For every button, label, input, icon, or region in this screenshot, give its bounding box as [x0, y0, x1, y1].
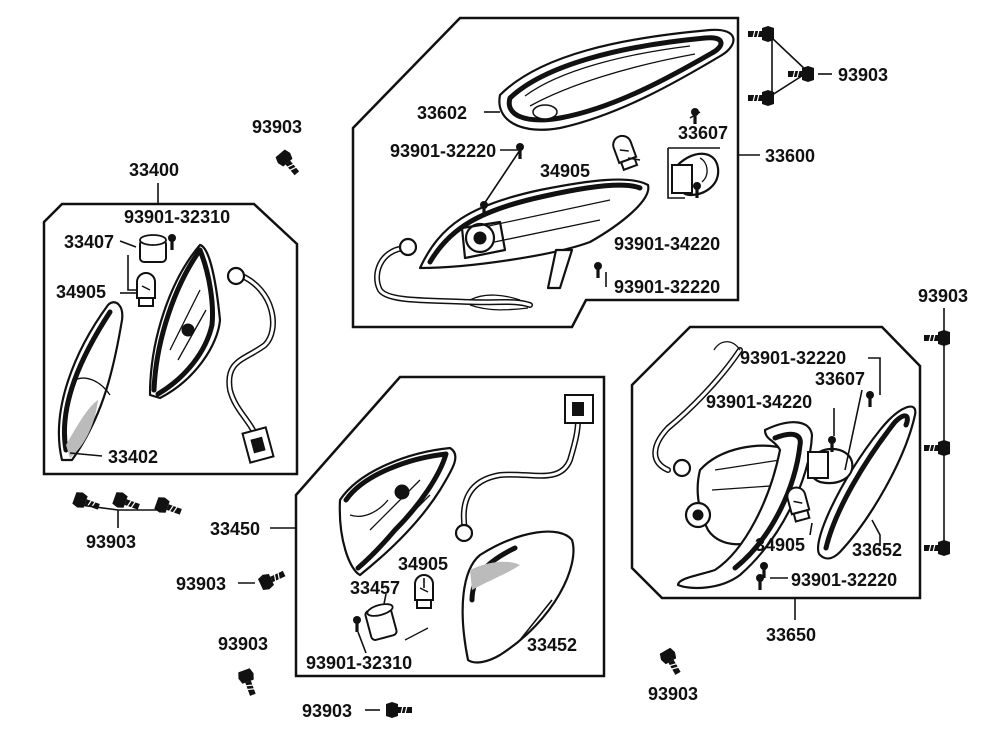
- rf-side-screw-label: 93903: [176, 574, 226, 594]
- rear-body-screw-part: [594, 262, 602, 278]
- rear-winker-label: 33650: [766, 625, 816, 645]
- rw-side-screws-label: 93903: [918, 286, 968, 306]
- rw-bracket-part: [676, 421, 814, 590]
- rf-socket-label: 33457: [350, 578, 400, 598]
- lf-bottom-screw-3: [153, 494, 185, 520]
- rear-winker-box: [630, 325, 922, 600]
- lf-bulb-part: [136, 272, 156, 307]
- rf-screw-part: [353, 616, 361, 632]
- rf-bulb-label: 34905: [398, 554, 448, 574]
- lf-screw-part: [168, 234, 176, 250]
- rear-light-box: [351, 16, 740, 329]
- lf-bottom-screws-group: 93903: [71, 489, 185, 552]
- left-front-winker-label: 33400: [129, 160, 179, 180]
- rf-bottom-screw-label: 93903: [218, 634, 268, 654]
- rear-mount-screws-group: 93903: [747, 25, 888, 107]
- lf-lens-label: 33402: [108, 447, 158, 467]
- left-front-winker-group: 33400: [42, 160, 299, 476]
- rear-socket-screw-label: 93901-34220: [614, 234, 720, 254]
- lf-bulb-label: 34905: [56, 282, 106, 302]
- lf-body-part: [148, 243, 222, 400]
- right-front-winker-box: [294, 375, 606, 678]
- rear-mount-screw-1: [747, 25, 775, 43]
- rf-side-screw-group: 93903: [176, 565, 289, 594]
- rear-light-body-part: [418, 178, 650, 290]
- rear-mount-screw-2: [787, 65, 815, 83]
- rf-side-screw-part: [256, 565, 289, 593]
- rf-body-part: [338, 446, 457, 577]
- rear-bulb-part: [609, 132, 640, 172]
- rear-light-assembly-label: 33600: [765, 146, 815, 166]
- rf-screw-label: 93901-32310: [306, 653, 412, 673]
- lf-bottom-screws-label: 93903: [86, 532, 136, 552]
- rear-body-screw-label: 93901-32220: [614, 277, 720, 297]
- rear-lens-part: [498, 28, 735, 131]
- rw-side-screws-group: 93903: [918, 286, 968, 557]
- lf-screw-label: 93901-32310: [124, 207, 230, 227]
- rw-center-screw-part: [657, 646, 686, 678]
- rear-lens-screw-label: 93901-32220: [390, 141, 496, 161]
- rear-light-assembly-group: 33602 93901-32220 34905 33607 93901-3422…: [351, 16, 815, 329]
- rf-lens-part: [461, 530, 575, 664]
- lf-top-screw-label: 93903: [252, 117, 302, 137]
- rw-bottom-screw-label: 93901-32220: [791, 570, 897, 590]
- rw-lens-part: [817, 405, 917, 560]
- rw-bulb-label: 34905: [755, 535, 805, 555]
- rear-bulb-label: 34905: [540, 161, 590, 181]
- rf-bolt-label: 93903: [302, 701, 352, 721]
- rw-bulb-part: [784, 484, 813, 523]
- lf-socket-part: [139, 234, 167, 263]
- rw-lens-label: 33652: [852, 540, 902, 560]
- rf-socket-part: [364, 603, 398, 641]
- rw-socket-part: [807, 447, 854, 485]
- rf-bottom-screw-part: [235, 667, 261, 699]
- lf-top-screw-group: 93903: [252, 117, 304, 180]
- left-front-winker-box: [42, 202, 299, 476]
- lf-bottom-screw-1: [71, 489, 103, 515]
- rf-bolt-group: 93903: [302, 701, 413, 721]
- rear-socket-part: [671, 152, 720, 197]
- lf-wiring: [226, 266, 276, 464]
- rw-side-screw-3: [923, 539, 951, 557]
- lf-top-screw-part: [273, 147, 304, 180]
- rw-bottom-screw-part-2: [756, 574, 764, 590]
- rw-center-screw-label: 93903: [648, 684, 698, 704]
- rw-top-screw-label: 93901-32220: [740, 348, 846, 368]
- rear-light-wiring: [374, 237, 533, 311]
- rw-center-screw-group: 93903: [648, 646, 698, 704]
- rw-wiring: [652, 341, 743, 478]
- rear-socket-label: 33607: [678, 123, 728, 143]
- right-front-winker-label: 33450: [210, 519, 260, 539]
- lf-socket-label: 33407: [64, 232, 114, 252]
- rear-winker-group: 33650: [630, 325, 922, 645]
- rw-socket-screw-label: 93901-34220: [706, 392, 812, 412]
- rf-bottom-screw-group: 93903: [218, 634, 268, 699]
- rw-socket-label: 33607: [815, 369, 865, 389]
- rw-side-screw-1: [923, 329, 951, 347]
- rear-mount-screw-3: [747, 89, 775, 107]
- rw-top-screw-part: [866, 391, 874, 407]
- lf-lens-part: [57, 301, 124, 462]
- rf-bolt-part: [385, 701, 413, 719]
- rf-lens-label: 33452: [527, 635, 577, 655]
- rear-lens-label: 33602: [417, 103, 467, 123]
- rf-wiring: [454, 394, 594, 543]
- rear-mount-screws-label: 93903: [838, 65, 888, 85]
- right-front-winker-group: 33450: [210, 375, 606, 678]
- rw-side-screw-2: [923, 439, 951, 457]
